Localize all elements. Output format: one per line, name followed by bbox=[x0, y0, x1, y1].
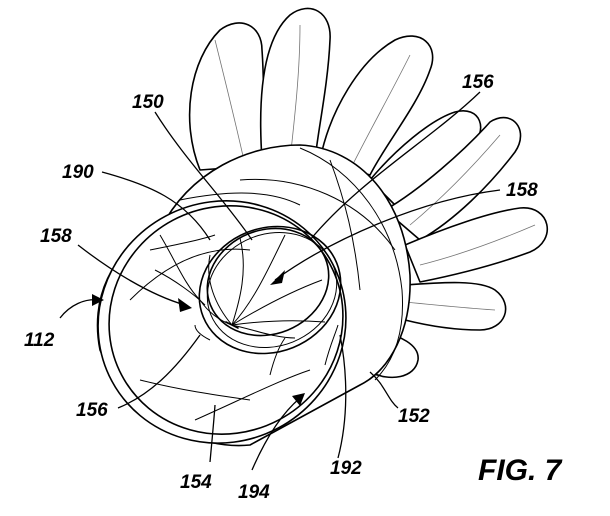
arrowhead-194 bbox=[292, 393, 305, 406]
leader-156-top bbox=[309, 91, 481, 241]
fold-1 bbox=[159, 234, 201, 301]
lobe-bottom-right bbox=[404, 281, 507, 331]
cylinder-band-line bbox=[239, 178, 396, 251]
leaflet-1 bbox=[231, 237, 244, 326]
cylinder-seam-2 bbox=[329, 159, 361, 291]
leaflet-4 bbox=[231, 320, 326, 326]
lobe-shade-6 bbox=[404, 301, 496, 311]
cavity-wall-4 bbox=[149, 234, 216, 251]
lobe-shade-1 bbox=[214, 39, 246, 166]
leader-190 bbox=[101, 171, 211, 241]
inner-cavity bbox=[129, 225, 342, 421]
leader-lines bbox=[59, 91, 501, 471]
front-ring-inner bbox=[108, 205, 344, 435]
ref-156-bottom: 156 bbox=[76, 400, 108, 421]
ref-156-top: 156 bbox=[462, 72, 494, 93]
leader-194 bbox=[251, 397, 301, 471]
cavity-wall-2 bbox=[139, 379, 251, 401]
valve-leaflets bbox=[154, 234, 339, 376]
valve-rim bbox=[206, 227, 330, 337]
valve-centre bbox=[225, 321, 239, 329]
fold-3 bbox=[269, 337, 286, 376]
lobe-top-right bbox=[319, 35, 434, 176]
lobe-group bbox=[188, 7, 549, 379]
arrowhead-158-right bbox=[270, 270, 285, 285]
ref-158-left: 158 bbox=[40, 226, 72, 247]
leaflet-2 bbox=[231, 234, 286, 326]
leader-158-right bbox=[274, 189, 501, 281]
cylinder-seam-1 bbox=[179, 192, 301, 206]
lobe-right-lower bbox=[404, 207, 549, 283]
leader-158-left bbox=[77, 244, 186, 306]
reference-numerals: 150 156 158 190 158 112 156 152 154 194 … bbox=[24, 72, 538, 503]
cavity-wall-3 bbox=[194, 369, 311, 421]
leader-154 bbox=[209, 404, 216, 463]
leader-150 bbox=[154, 111, 253, 241]
ref-154: 154 bbox=[180, 472, 212, 493]
arrowhead-158-left bbox=[178, 298, 192, 312]
figure-label: FIG. 7 bbox=[478, 454, 563, 487]
fold-5 bbox=[194, 324, 211, 341]
lobe-shade-5 bbox=[419, 224, 536, 266]
arrowhead-112 bbox=[92, 294, 104, 306]
ref-192: 192 bbox=[330, 458, 362, 479]
lobe-shade-3 bbox=[349, 54, 411, 171]
leaflet-5 bbox=[231, 324, 296, 339]
ref-150: 150 bbox=[132, 92, 164, 113]
lobe-shade-4 bbox=[409, 134, 501, 226]
ref-194: 194 bbox=[238, 482, 270, 503]
leader-156-bottom bbox=[117, 334, 201, 409]
cylinder-rear-edge bbox=[299, 147, 403, 381]
ref-190: 190 bbox=[62, 162, 94, 183]
ref-158-right: 158 bbox=[506, 180, 538, 201]
fold-4 bbox=[324, 324, 339, 366]
lobe-right-middle bbox=[384, 116, 522, 241]
leader-152 bbox=[369, 371, 399, 409]
leaflet-6 bbox=[208, 254, 233, 326]
fold-2 bbox=[154, 269, 206, 306]
leaflet-3 bbox=[231, 279, 323, 326]
ref-112: 112 bbox=[24, 330, 55, 351]
lobe-top-center bbox=[259, 7, 331, 161]
leader-192 bbox=[337, 334, 347, 459]
ref-152: 152 bbox=[398, 406, 430, 427]
